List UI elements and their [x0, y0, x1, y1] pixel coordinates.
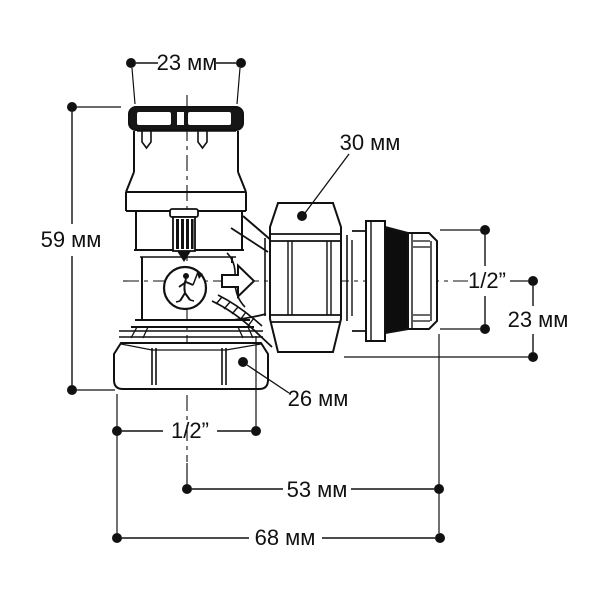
body-flange: [119, 319, 263, 339]
inlet-union-nut: [113, 342, 269, 390]
dim-label-body-nut-size: 26 мм: [288, 386, 349, 411]
dim-label-union-nut-size: 30 мм: [340, 130, 401, 155]
union-nut: [264, 202, 366, 353]
dim-label-top-cap-width: 23 мм: [157, 50, 218, 75]
dim-label-inlet-thread: 1/2”: [171, 418, 209, 443]
dim-overall-height: 59 мм: [41, 102, 121, 395]
dim-label-overall-height: 59 мм: [41, 227, 102, 252]
outlet-branch: [211, 202, 438, 353]
dim-outlet-offset: 23 мм: [344, 276, 568, 362]
dim-axis-to-outlet-end: 53 мм: [182, 334, 444, 533]
dim-outlet-thread: 1/2”: [440, 225, 506, 334]
dim-label-outlet-thread: 1/2”: [468, 268, 506, 293]
dim-overall-length: 68 мм: [112, 525, 445, 550]
dimension-annotations: 23 мм 59 мм 30 мм 1/2”: [41, 50, 569, 550]
cap-pins: [141, 130, 208, 150]
presetting-clip: [169, 208, 199, 262]
dim-top-cap-width: 23 мм: [126, 50, 246, 105]
dim-label-overall-length: 68 мм: [255, 525, 316, 550]
dim-inlet-thread: 1/2”: [112, 336, 261, 533]
dim-label-outlet-offset: 23 мм: [508, 307, 569, 332]
valve-body: [113, 106, 269, 390]
flow-direction-arrow-icon: [221, 263, 256, 299]
valve-bonnet: [125, 131, 247, 320]
tailpiece-collar: [365, 220, 386, 342]
brand-logo-icon: [162, 265, 208, 311]
dim-label-axis-to-outlet-end: 53 мм: [287, 477, 348, 502]
dim-union-nut-size: 30 мм: [297, 130, 400, 221]
valve-cap: [128, 106, 244, 132]
branch-neck: [211, 215, 273, 348]
male-thread: [384, 225, 438, 335]
dim-body-nut-size: 26 мм: [238, 357, 348, 411]
